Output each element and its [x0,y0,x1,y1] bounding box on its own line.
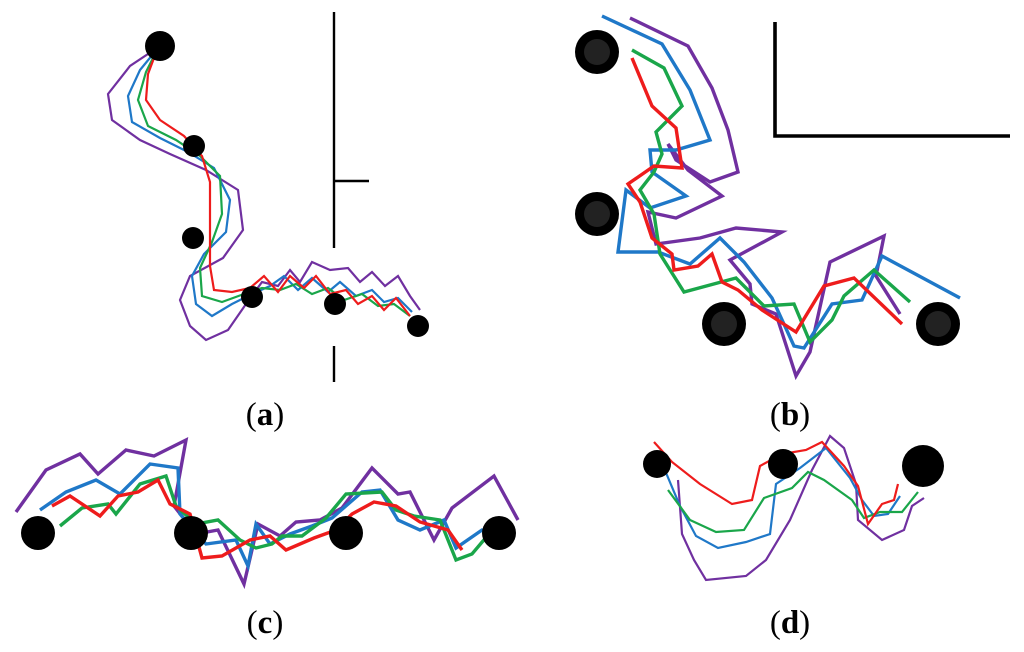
panel-a-marker [182,227,204,249]
panel-b-scale-bar [773,22,1010,138]
panel-a-marker [407,315,429,337]
panel-a-marker [183,135,205,157]
panel-b-marker [916,302,960,346]
panel-b-trail-purple [629,16,902,381]
panel-c-trail-blue [39,462,507,572]
panel-d-marker [643,450,671,478]
panel-d-marker [902,445,944,487]
panel-d-trail-green [667,470,919,534]
panel-a-caption: (a) [246,397,285,433]
panel-b-trail-red [625,57,904,335]
panel-a-trail-purple [106,45,421,342]
panel-c-marker [482,516,516,550]
panel-a: (a) [106,12,429,433]
panel-a-trail-green [136,47,411,317]
panel-c-marker [329,516,363,550]
panel-d-trail-red [653,440,900,527]
panel-b-caption: (b) [770,397,810,433]
panel-c-marker [174,516,208,550]
panel-b-marker [702,302,746,346]
panel-d: (d) [643,434,944,641]
panel-a-marker [324,293,346,315]
panel-b-marker [575,30,619,74]
panel-b-marker [575,192,619,236]
panel-b-trail-green [631,48,912,345]
panel-a-trail-blue [126,47,413,318]
panel-a-marker [241,286,263,308]
panel-b-trail-blue [601,14,961,350]
panel-c-marker [21,516,55,550]
panel-d-caption: (d) [770,605,810,641]
panel-d-marker [768,449,798,479]
panel-d-trail-purple [676,434,925,582]
panel-c-caption: (c) [247,605,284,641]
panel-b: (b) [575,14,1010,433]
panel-c: (c) [14,436,520,641]
panel-c-trail-red [51,477,464,560]
panel-a-trail-red [144,49,411,317]
panel-a-marker [145,31,175,61]
